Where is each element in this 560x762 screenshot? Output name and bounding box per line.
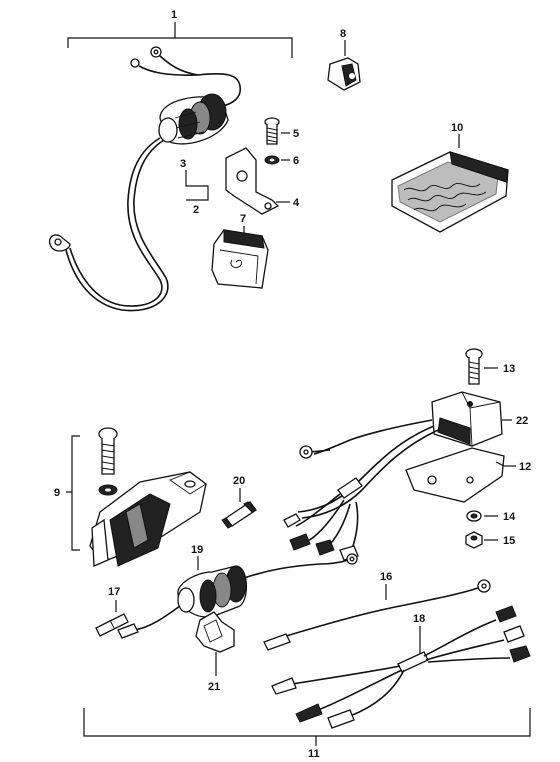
coil-19 [117,553,358,676]
label-8: 8 [340,28,346,40]
label-9: 9 [54,487,60,499]
label-17: 17 [108,586,120,598]
screw-5 [264,117,290,145]
nut-15 [465,531,498,549]
bracket-9 [66,435,80,551]
bracket-1 [67,22,293,58]
label-16: 16 [380,571,392,583]
label-5: 5 [293,128,299,140]
label-18: 18 [413,613,425,625]
fuse-20 [221,488,257,529]
label-10: 10 [451,122,463,134]
bracket-4 [225,147,290,215]
grommet-8 [327,40,361,91]
label-7: 7 [240,213,246,225]
label-14: 14 [503,511,516,523]
label-21: 21 [208,681,220,693]
screw-13 [465,348,498,385]
lead-wire-16 [263,579,491,651]
label-13: 13 [503,363,515,375]
harness-18 [271,605,531,729]
cdi-unit-22 [283,391,512,561]
label-20: 20 [233,475,245,487]
label-11: 11 [308,748,320,760]
sleeve-17 [95,600,129,637]
leader-2-3 [185,170,209,201]
ignition-coil-top [48,46,242,312]
label-2: 2 [193,204,199,216]
label-6: 6 [293,155,299,167]
label-12: 12 [519,461,531,473]
label-4: 4 [293,197,300,209]
washer-6 [264,155,290,165]
label-19: 19 [191,544,203,556]
washer-14 [466,510,498,522]
bag-10 [391,134,509,233]
rubber-mount-7 [211,226,269,289]
coil-9 [89,427,207,567]
label-15: 15 [503,535,515,547]
label-3: 3 [180,158,186,170]
label-22: 22 [516,415,528,427]
bracket-11 [83,708,531,746]
label-1: 1 [171,9,177,21]
